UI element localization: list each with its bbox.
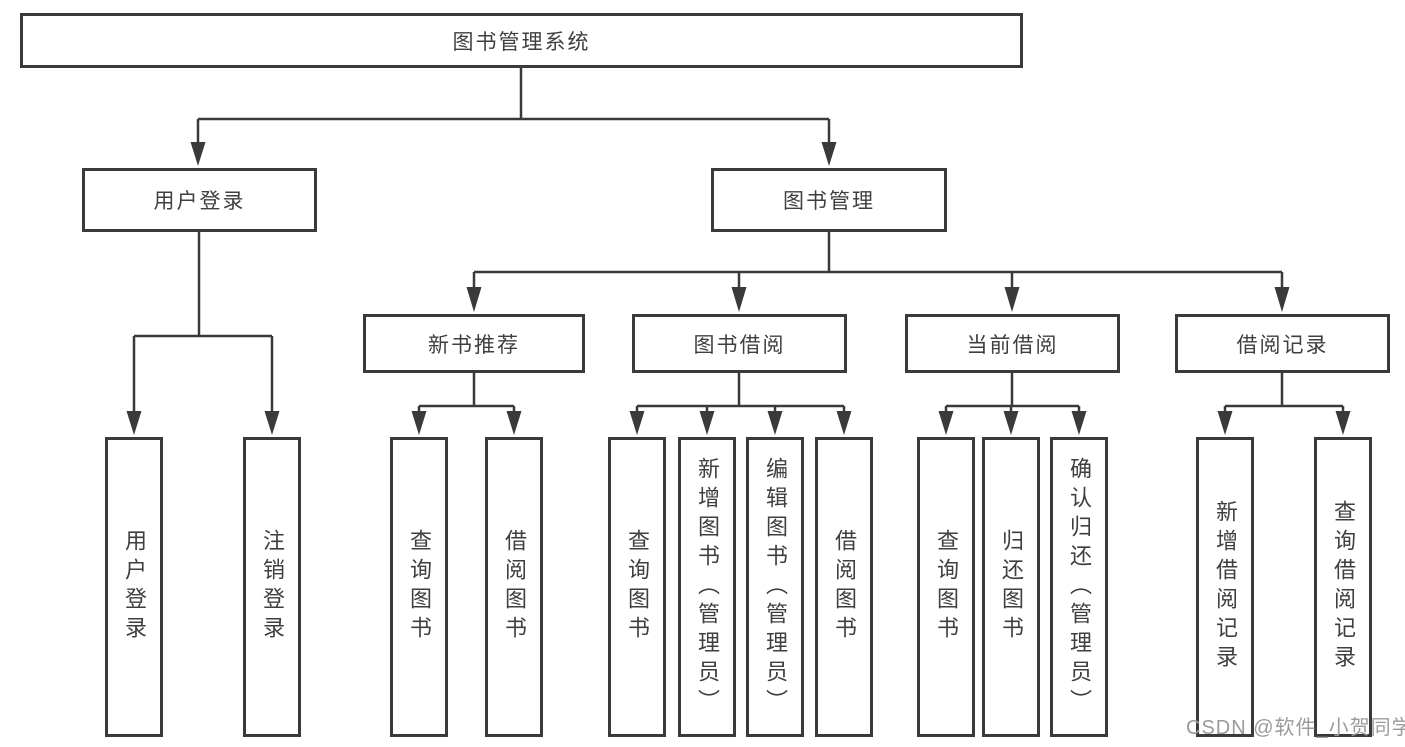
leaf-confirm-return-admin: 确认归还（管理员） [1050, 437, 1108, 737]
node-borrowing-records: 借阅记录 [1175, 314, 1390, 373]
node-user-login: 用户登录 [82, 168, 317, 232]
watermark-text: CSDN @软件_小贺同学 [1186, 717, 1405, 739]
leaf-return-books: 归还图书 [982, 437, 1040, 737]
arrowheads [126, 142, 1351, 435]
leaf-borrow-books-recommend: 借阅图书 [485, 437, 543, 737]
node-current-borrowing: 当前借阅 [905, 314, 1120, 373]
leaf-add-borrow-record: 新增借阅记录 [1196, 437, 1254, 737]
node-library-management-system: 图书管理系统 [20, 13, 1023, 68]
leaf-borrow-books: 借阅图书 [815, 437, 873, 737]
node-book-borrowing: 图书借阅 [632, 314, 847, 373]
leaf-add-books-admin: 新增图书（管理员） [678, 437, 736, 737]
leaf-logout: 注销登录 [243, 437, 301, 737]
leaf-edit-books-admin: 编辑图书（管理员） [746, 437, 804, 737]
node-book-management: 图书管理 [711, 168, 947, 232]
node-new-book-recommendation: 新书推荐 [363, 314, 585, 373]
leaf-query-books-current: 查询图书 [917, 437, 975, 737]
leaf-user-login: 用户登录 [105, 437, 163, 737]
leaf-query-books-recommend: 查询图书 [390, 437, 448, 737]
leaf-query-books-borrow: 查询图书 [608, 437, 666, 737]
leaf-query-borrow-record: 查询借阅记录 [1314, 437, 1372, 737]
